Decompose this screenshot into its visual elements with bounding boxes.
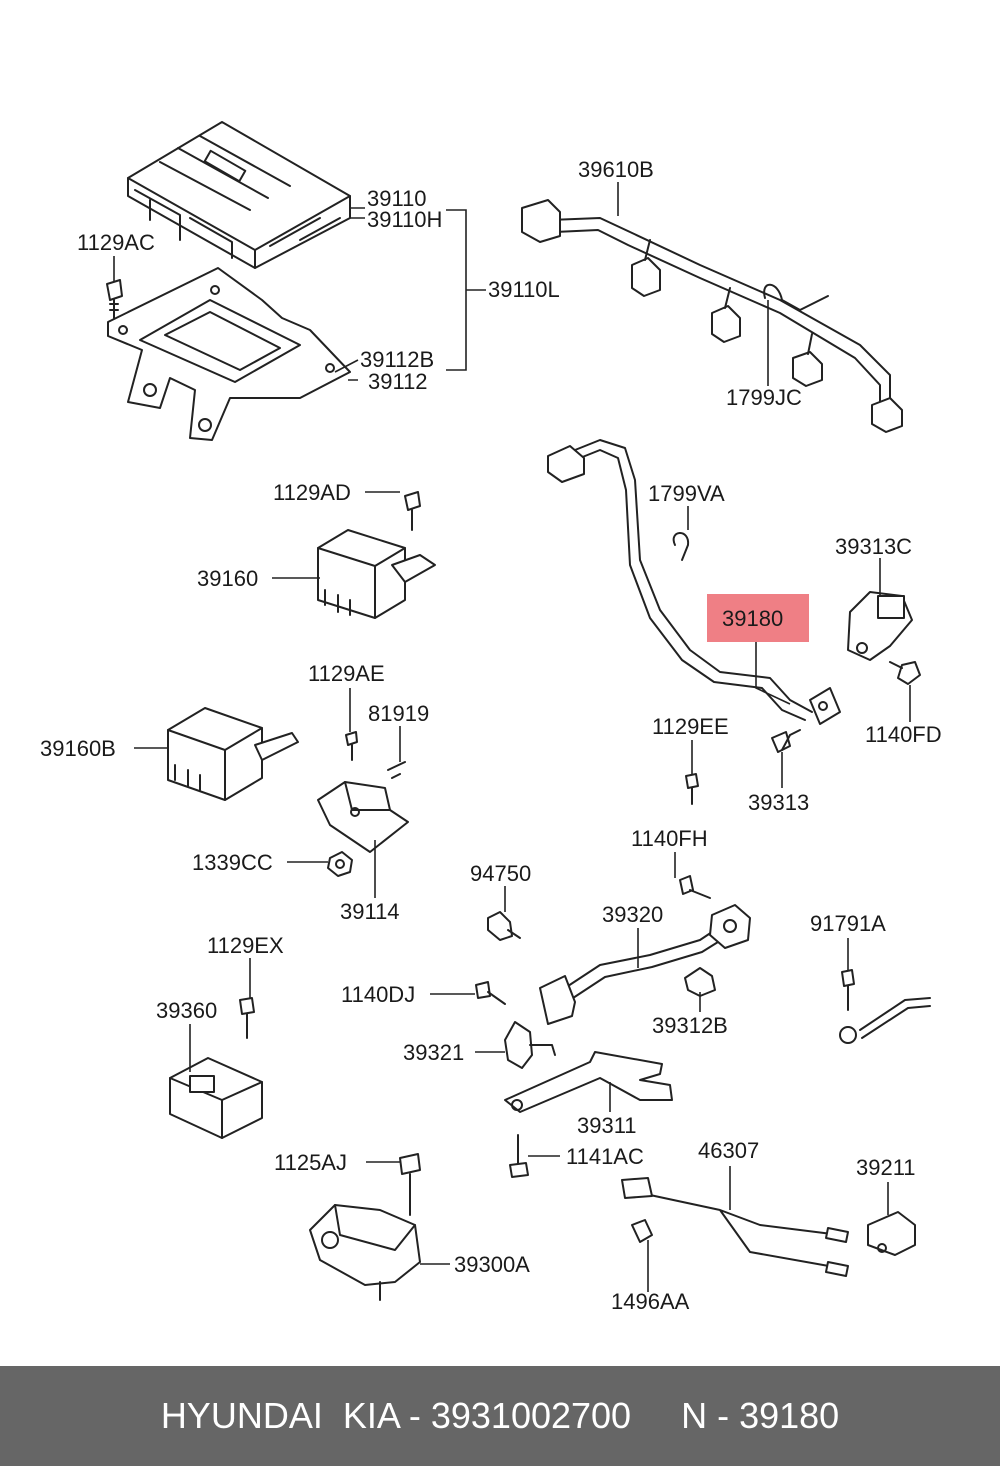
label-91791A: 91791A [810, 911, 886, 936]
label-81919: 81919 [368, 701, 430, 726]
label-94750: 94750 [470, 861, 532, 886]
leader-lines [113, 182, 911, 1292]
exploded-parts-drawing [106, 121, 931, 1301]
label-39110L: 39110L [488, 277, 560, 302]
label-39313C: 39313C [835, 534, 913, 559]
label-1339CC: 1339CC [192, 850, 273, 875]
bracket-39211-part [867, 1211, 916, 1256]
label-39110: 39110 [367, 186, 427, 211]
label-1140FD: 1140FD [865, 722, 942, 747]
label-1140DJ: 1140DJ [341, 982, 416, 1007]
label-1129AD: 1129AD [273, 480, 351, 505]
ecu-bracket-part [107, 267, 351, 441]
label-1799JC: 1799JC [726, 385, 802, 410]
label-1125AJ: 1125AJ [274, 1150, 347, 1175]
label-1496AA: 1496AA [611, 1289, 690, 1314]
bolt-1140DJ-part [475, 981, 506, 1005]
label-1129EE: 1129EE [652, 714, 729, 739]
nut-1339CC-part [327, 851, 353, 877]
label-39114: 39114 [340, 899, 400, 924]
label-1129AE: 1129AE [308, 661, 385, 686]
label-39311: 39311 [577, 1113, 637, 1138]
sensor-94750-part [487, 911, 521, 941]
module-39360-part [169, 997, 263, 1139]
sensor-39313C-part [847, 591, 921, 685]
label-39160: 39160 [197, 566, 259, 591]
label-39180: 39180 [722, 606, 784, 631]
label-1140FH: 1140FH [631, 826, 708, 851]
highlight-39180 [707, 594, 809, 642]
relay-39160B-part [167, 707, 299, 801]
label-39160B: 39160B [40, 736, 116, 761]
part-number-footer: HYUNDAI KIA - 3931002700 N - 39180 [0, 1366, 1000, 1466]
label-1129EX: 1129EX [207, 933, 284, 958]
sensor-harness-39180-part [547, 439, 841, 753]
label-39300A: 39300A [454, 1252, 530, 1277]
label-39313: 39313 [748, 790, 810, 815]
bolt-1141AC-part [509, 1134, 529, 1178]
cable-91791A-part [839, 969, 931, 1044]
clip-39312B-part [684, 967, 716, 997]
bracket-39114-part [317, 731, 409, 853]
label-39320: 39320 [602, 902, 664, 927]
label-39211: 39211 [856, 1155, 916, 1180]
label-39312B: 39312B [652, 1013, 728, 1038]
label-39321: 39321 [403, 1040, 465, 1065]
mount-39300A-part [309, 1153, 421, 1301]
label-39112B: 39112B [360, 347, 435, 372]
harness-39610B-part [521, 199, 903, 433]
label-1129AC: 1129AC [77, 230, 155, 255]
knock-sensor-39320-part [539, 875, 751, 1025]
label-39112: 39112 [368, 369, 428, 394]
ecu-module-part [127, 121, 351, 269]
bolt-1129AC-part [106, 279, 123, 319]
relay-39160-part [317, 491, 436, 619]
bolt-1129EE-part [685, 773, 699, 805]
label-1141AC: 1141AC [566, 1144, 644, 1169]
label-39110H: 39110H [367, 207, 443, 232]
label-46307: 46307 [698, 1138, 760, 1163]
harness-46307-part [621, 1177, 849, 1277]
label-39360: 39360 [156, 998, 218, 1023]
label-1799VA: 1799VA [648, 481, 725, 506]
bracket-39311-part [504, 1051, 673, 1113]
bracket-39321-part [504, 1021, 556, 1069]
label-39610B: 39610B [578, 157, 654, 182]
